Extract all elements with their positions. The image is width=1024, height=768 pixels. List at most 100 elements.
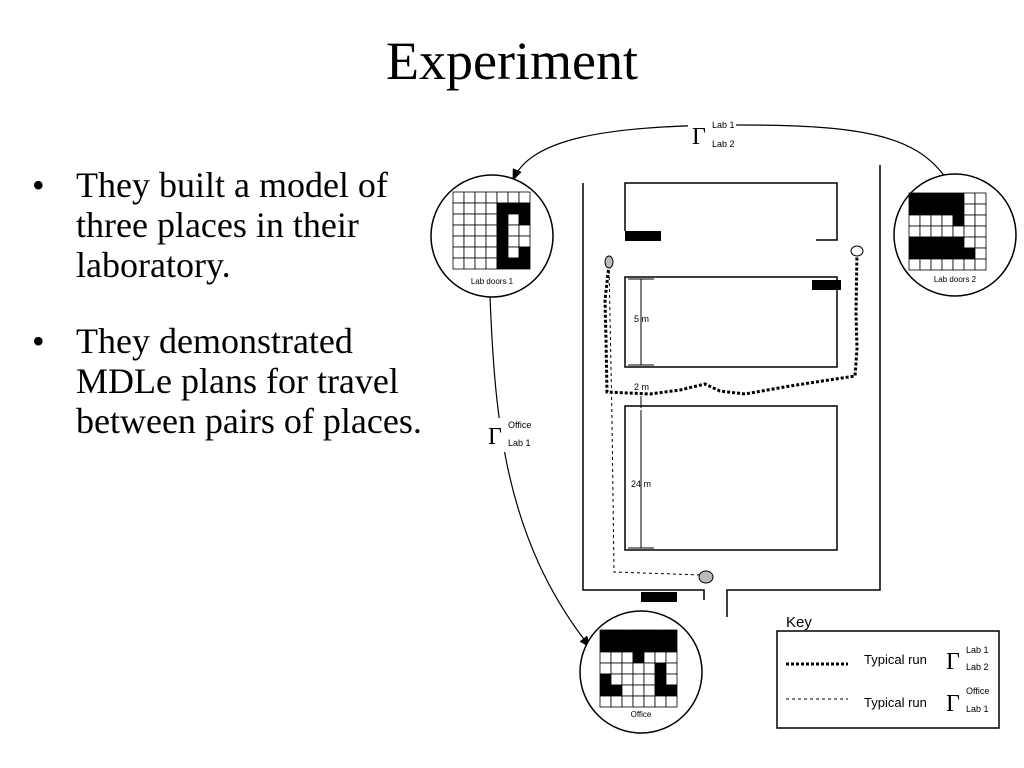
grid-cell	[643, 684, 656, 697]
grid-cell	[463, 246, 476, 259]
grid-cell	[665, 684, 678, 697]
grid-cell	[963, 236, 976, 249]
grid-cell	[474, 257, 487, 270]
grid-cell	[485, 213, 498, 226]
svg-text:Γ: Γ	[488, 424, 502, 450]
grid-cell	[952, 214, 965, 227]
grid-cell	[963, 214, 976, 227]
grid-cell	[452, 213, 465, 226]
grid-cell	[474, 246, 487, 259]
grid-cell	[485, 202, 498, 215]
grid-cell	[632, 651, 645, 664]
grid-cell	[665, 640, 678, 653]
grid-cell	[610, 640, 623, 653]
transition-arrow-left	[489, 296, 591, 648]
grid-cell	[496, 191, 509, 204]
grid-cell	[930, 192, 943, 205]
grid-cell	[908, 258, 921, 271]
door-block	[625, 231, 661, 241]
grid-cell	[518, 246, 531, 259]
grid-cell	[507, 213, 520, 226]
grid-cell	[974, 203, 987, 216]
grid-cell	[963, 192, 976, 205]
bullet-text: They built a model of three places in th…	[76, 165, 388, 285]
measurement-2m: 2 m	[634, 382, 649, 392]
grid-cell	[974, 258, 987, 271]
grid-cell	[643, 695, 656, 708]
grid-cell	[485, 224, 498, 237]
grid-cell	[643, 651, 656, 664]
grid-cell	[610, 695, 623, 708]
floor-plan	[582, 165, 881, 617]
run-marker	[850, 245, 864, 257]
grid-cell	[518, 191, 531, 204]
grid-cell	[632, 629, 645, 642]
grid-cell	[599, 629, 612, 642]
grid-cell	[610, 684, 623, 697]
grid-cell	[665, 651, 678, 664]
grid-cell	[485, 257, 498, 270]
grid-cell	[654, 684, 667, 697]
grid-cell	[919, 236, 932, 249]
svg-text:Lab doors 1: Lab doors 1	[471, 277, 514, 286]
grid-cell	[507, 235, 520, 248]
svg-text:Lab 2: Lab 2	[966, 662, 989, 672]
svg-text:Lab 2: Lab 2	[712, 139, 735, 149]
grid-cell	[930, 203, 943, 216]
grid-cell	[621, 695, 634, 708]
grid-cell	[507, 202, 520, 215]
grid-cell	[599, 640, 612, 653]
grid-cell	[621, 673, 634, 686]
grid-cell	[963, 258, 976, 271]
upper-room	[624, 182, 838, 241]
grid-cell	[952, 203, 965, 216]
slide-title: Experiment	[386, 31, 638, 91]
door-block	[812, 280, 841, 290]
grid-cell	[654, 640, 667, 653]
grid-cell	[474, 202, 487, 215]
grid-cell	[919, 225, 932, 238]
grid-cell	[474, 213, 487, 226]
grid-cell	[463, 213, 476, 226]
grid-cell	[952, 236, 965, 249]
grid-cell	[621, 640, 634, 653]
measurement-5m: 5 m	[634, 314, 649, 324]
grid-cell	[507, 257, 520, 270]
grid-cell	[952, 225, 965, 238]
grid-cell	[463, 202, 476, 215]
grid-cell	[941, 247, 954, 260]
lower-room	[624, 405, 838, 551]
grid-cell	[908, 236, 921, 249]
grid-cell	[941, 225, 954, 238]
grid-cell	[654, 629, 667, 642]
grid-cell	[941, 192, 954, 205]
grid-cell	[452, 246, 465, 259]
grid-cell	[930, 247, 943, 260]
svg-text:Lab 1: Lab 1	[712, 120, 735, 130]
grid-cell	[930, 236, 943, 249]
grid-cell	[974, 214, 987, 227]
grid-cell	[930, 225, 943, 238]
door-block	[641, 592, 677, 602]
grid-cell	[463, 191, 476, 204]
grid-cell	[610, 629, 623, 642]
grid-cell	[908, 192, 921, 205]
grid-cell	[496, 202, 509, 215]
grid-cell	[452, 191, 465, 204]
grid-cell	[485, 191, 498, 204]
grid-cell	[632, 695, 645, 708]
grid-cell	[908, 225, 921, 238]
grid-cell	[919, 192, 932, 205]
run-marker	[604, 255, 614, 269]
grid-cell	[941, 203, 954, 216]
occupancy-grid	[599, 629, 678, 708]
grid-cell	[941, 214, 954, 227]
measurements	[628, 278, 654, 549]
grid-cell	[908, 203, 921, 216]
grid-cell	[599, 662, 612, 675]
bullet-text: They demonstrated MDLe plans for travel …	[76, 321, 422, 441]
svg-text:Key: Key	[786, 614, 812, 631]
grid-cell	[952, 192, 965, 205]
grid-cell	[654, 651, 667, 664]
grid-cell	[463, 235, 476, 248]
